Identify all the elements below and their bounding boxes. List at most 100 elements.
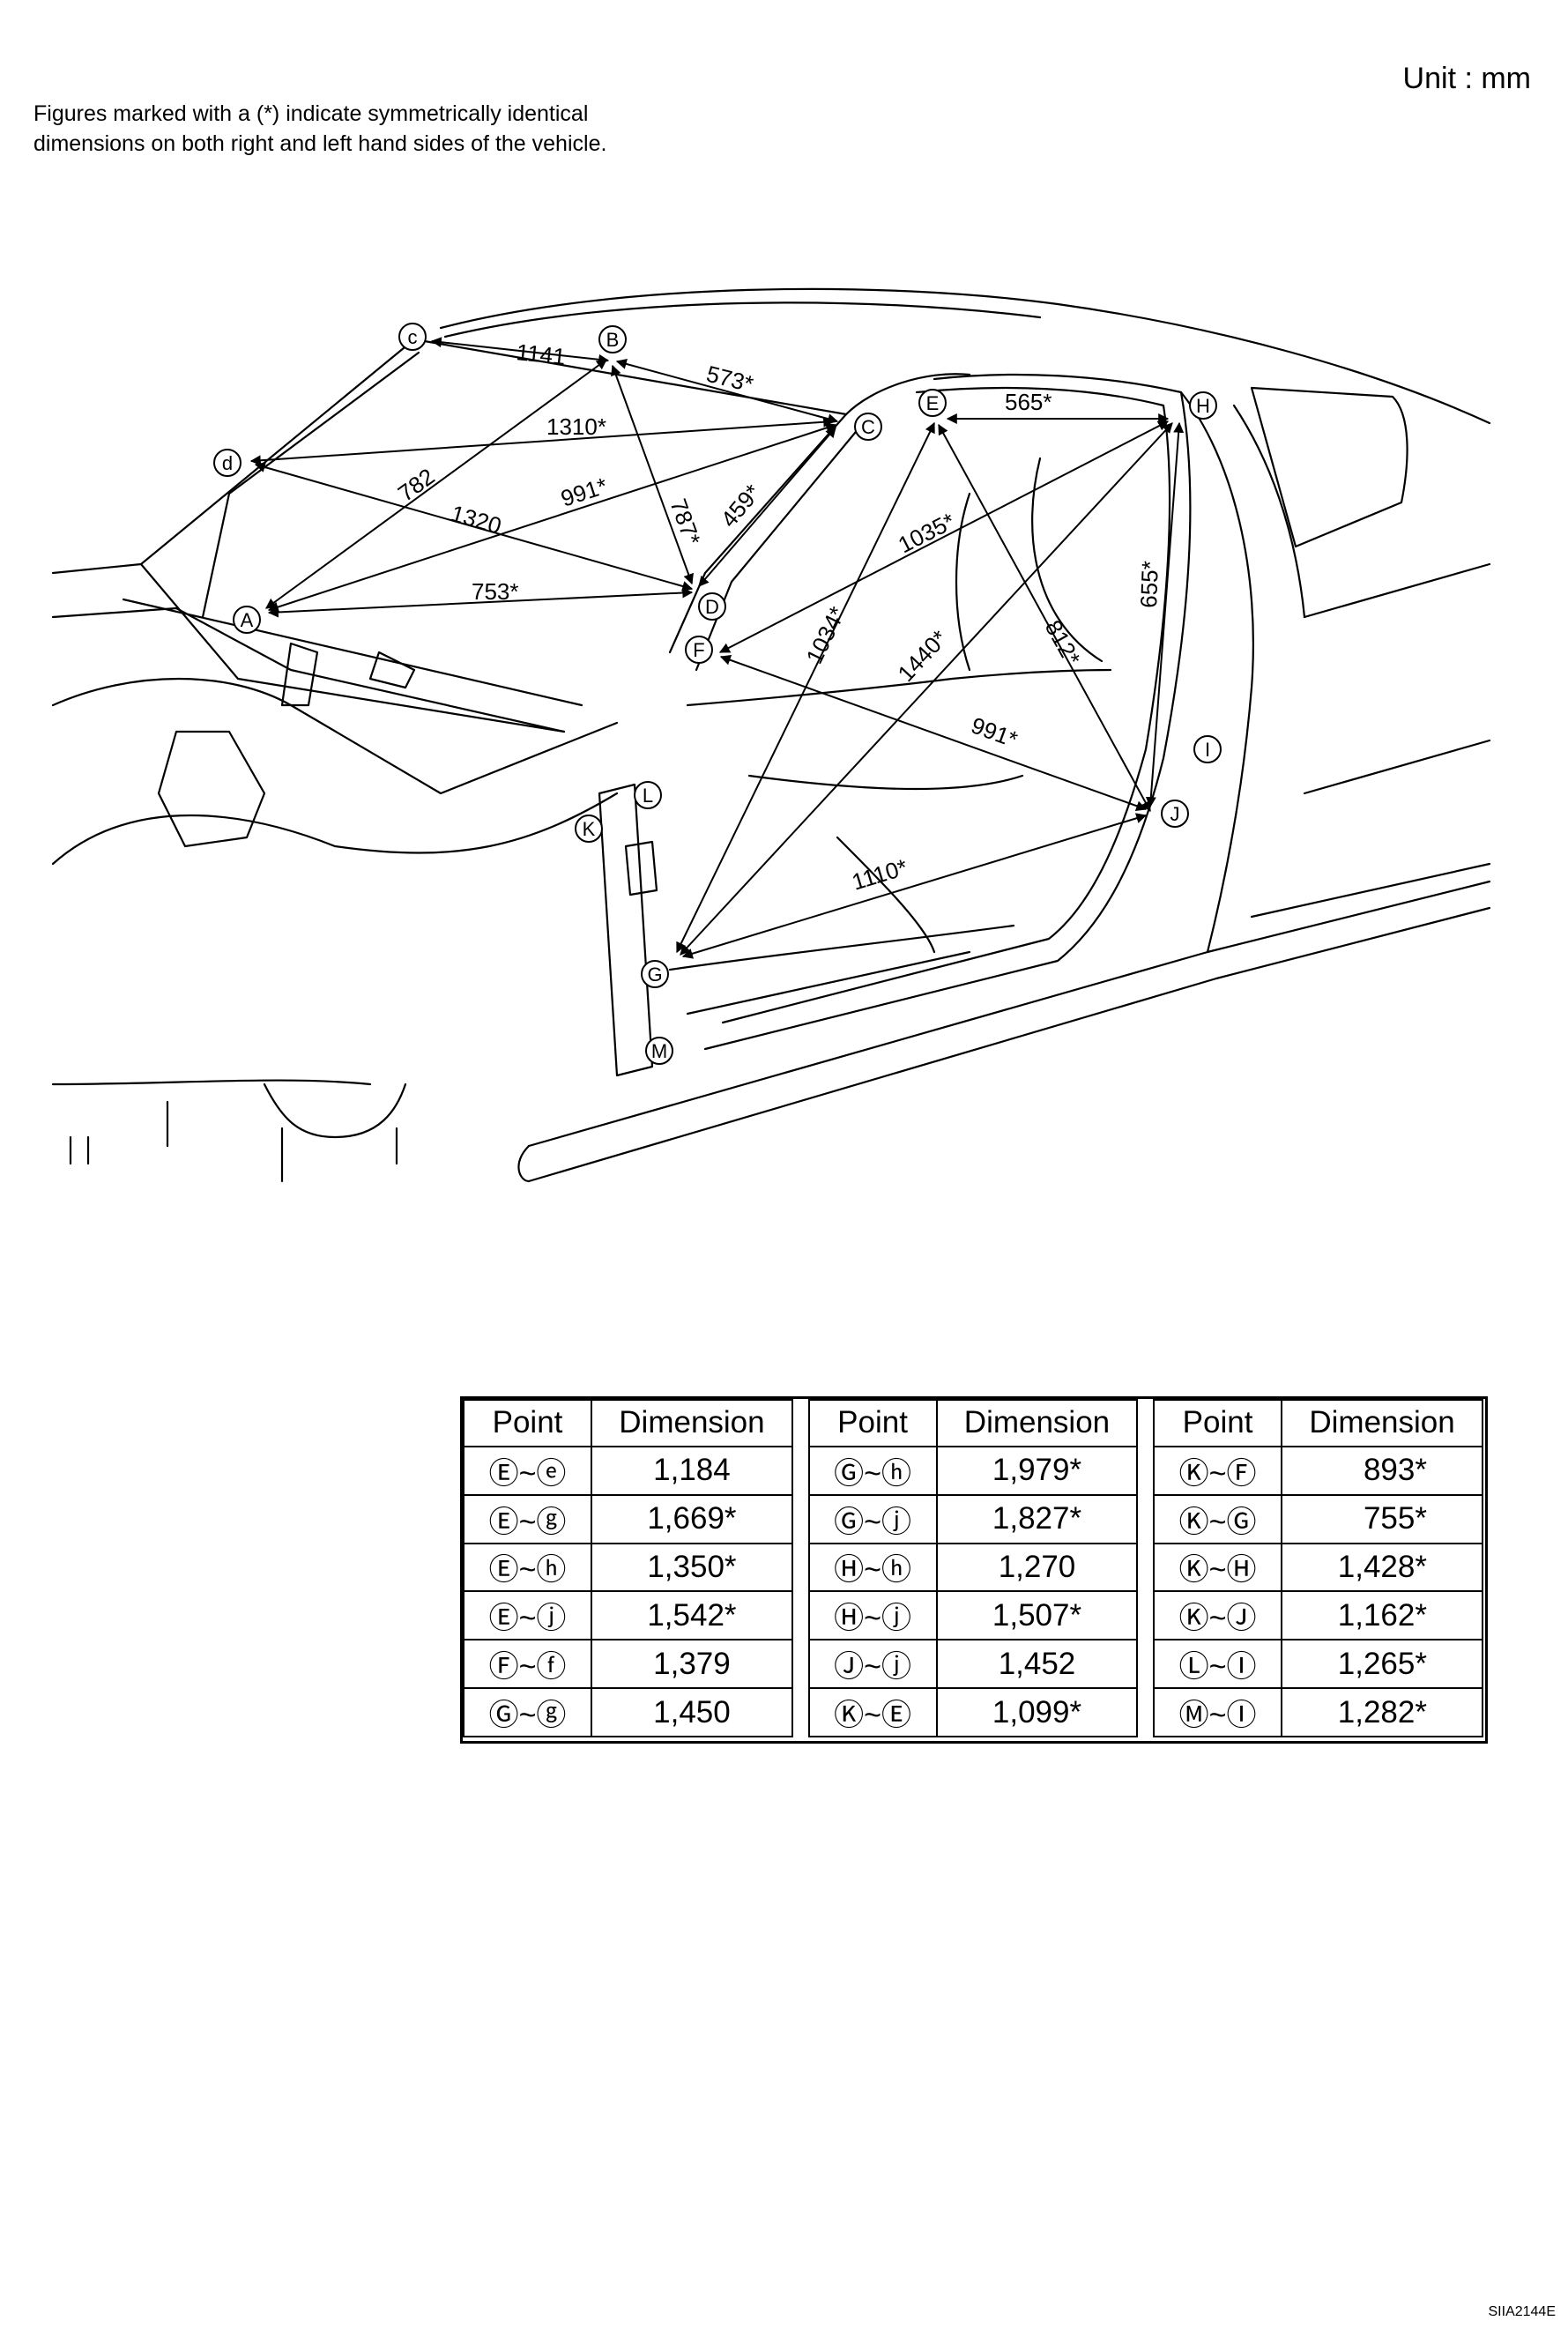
point-marker-b: B [598,325,627,353]
point-pair-cell: Ⓚ~Ⓗ [1153,1542,1283,1593]
point-marker-a: A [233,606,261,634]
point-pair-cell: Ⓔ~ⓖ [462,1493,593,1544]
point-pair-cell: Ⓗ~ⓙ [807,1590,938,1641]
table-row: Ⓕ~ⓕ 1,379 Ⓙ~ⓙ 1,452 Ⓛ~Ⓘ 1,265* [462,1639,1483,1690]
symmetry-note: Figures marked with a (*) indicate symme… [33,101,607,156]
dimension-cell: 893* [1281,1445,1483,1496]
dimension-cell: 1,979* [935,1445,1139,1496]
point-pair-cell: Ⓙ~ⓙ [807,1639,938,1690]
table-row: Ⓔ~ⓖ 1,669* Ⓖ~ⓙ 1,827* Ⓚ~Ⓖ 755* [462,1493,1483,1544]
body-dimension-diagram: 1141 573* 1310* 782 991* 1320 787* 459* … [51,287,1491,1183]
dim-label: 1034* [800,602,851,667]
point-pair-cell: Ⓖ~ⓙ [807,1493,938,1544]
dim-label: 1141 [515,338,567,370]
dim-label: 787* [665,495,705,549]
column-header-point: Point [462,1399,593,1447]
svg-text:B: B [606,329,620,351]
dim-label: 459* [716,480,766,532]
svg-text:E: E [926,392,940,414]
dim-label: 812* [1040,615,1086,669]
point-marker-e: E [918,389,947,417]
point-marker-i: I [1193,735,1222,763]
figure-code: SIIA2144E [1488,2304,1557,2319]
svg-text:G: G [647,963,662,986]
dimension-cell: 1,452 [935,1639,1139,1690]
column-header-dimension: Dimension [1281,1399,1483,1447]
point-marker-d: D [698,592,726,621]
svg-text:A: A [241,609,254,631]
point-marker-k: K [575,815,603,843]
point-marker-m: M [645,1037,673,1065]
point-pair-cell: Ⓚ~Ⓙ [1153,1590,1283,1641]
dimension-cell: 1,270 [935,1542,1139,1593]
point-marker-c: c [398,323,427,351]
point-pair-cell: Ⓛ~Ⓘ [1153,1639,1283,1690]
dim-label: 991* [558,472,611,512]
point-pair-cell: Ⓔ~ⓗ [462,1542,593,1593]
svg-text:c: c [408,326,418,348]
svg-text:D: D [705,596,719,618]
car-body-outline [51,287,1491,1183]
point-pair-cell: Ⓚ~Ⓔ [807,1687,938,1737]
dimension-cell: 1,379 [591,1639,793,1690]
dimension-table: Point Dimension Point Dimension Point Di… [462,1399,1483,1737]
svg-text:d: d [222,452,233,474]
table-header-row: Point Dimension Point Dimension Point Di… [462,1399,1483,1447]
table-row: Ⓖ~ⓖ 1,450 Ⓚ~Ⓔ 1,099* Ⓜ~Ⓘ 1,282* [462,1687,1483,1737]
dim-label: 782 [393,463,440,507]
svg-text:J: J [1170,803,1180,825]
dimension-cell: 1,542* [591,1590,793,1641]
point-pair-cell: Ⓜ~Ⓘ [1153,1687,1283,1737]
dimension-cell: 1,507* [935,1590,1139,1641]
table-row: Ⓔ~ⓗ 1,350* Ⓗ~ⓗ 1,270 Ⓚ~Ⓗ 1,428* [462,1542,1483,1593]
svg-text:F: F [693,639,704,661]
table-row: Ⓔ~ⓔ 1,184 Ⓖ~ⓗ 1,979* Ⓚ~Ⓕ 893* [462,1445,1483,1496]
dim-label: 1440* [892,625,952,687]
point-marker-d-lower: d [213,449,242,477]
dimension-cell: 1,162* [1281,1590,1483,1641]
point-pair-cell: Ⓖ~ⓗ [807,1445,938,1496]
dimension-cell: 1,450 [591,1687,793,1737]
column-header-point: Point [1153,1399,1283,1447]
point-marker-f: F [685,636,713,664]
dim-label: 991* [968,711,1022,752]
svg-text:K: K [583,818,596,840]
column-header-dimension: Dimension [591,1399,793,1447]
point-marker-j: J [1161,800,1189,828]
dimension-lines [249,337,1185,959]
table-row: Ⓔ~ⓙ 1,542* Ⓗ~ⓙ 1,507* Ⓚ~Ⓙ 1,162* [462,1590,1483,1641]
point-marker-c-upper: C [854,413,882,441]
dimension-cell: 1,350* [591,1542,793,1593]
dimension-cell: 1,265* [1281,1639,1483,1690]
svg-text:M: M [651,1040,667,1062]
dimension-cell: 1,184 [591,1445,793,1496]
point-marker-h: H [1189,391,1217,420]
dim-label: 1310* [546,413,606,440]
measuring-points: c B C d A D F E H I J L K G M [213,323,1222,1065]
column-header-dimension: Dimension [935,1399,1139,1447]
dimension-cell: 1,099* [935,1687,1139,1737]
dim-label: 655* [1135,561,1163,609]
dim-label: 1320 [448,500,504,539]
point-pair-cell: Ⓗ~ⓗ [807,1542,938,1593]
svg-text:C: C [861,416,875,438]
dimension-cell: 1,669* [591,1493,793,1544]
column-header-point: Point [807,1399,938,1447]
point-pair-cell: Ⓕ~ⓕ [462,1639,593,1690]
dim-label: 1035* [894,508,959,559]
svg-text:H: H [1196,395,1210,417]
point-pair-cell: Ⓔ~ⓙ [462,1590,593,1641]
dimension-labels: 1141 573* 1310* 782 991* 1320 787* 459* … [393,338,1163,896]
dimension-cell: 1,282* [1281,1687,1483,1737]
point-pair-cell: Ⓖ~ⓖ [462,1687,593,1737]
dimension-cell: 755* [1281,1493,1483,1544]
point-pair-cell: Ⓚ~Ⓖ [1153,1493,1283,1544]
dim-label: 753* [472,578,519,605]
svg-text:L: L [643,785,653,807]
dimension-cell: 1,428* [1281,1542,1483,1593]
point-pair-cell: Ⓚ~Ⓕ [1153,1445,1283,1496]
unit-label: Unit : mm [1402,62,1531,95]
svg-text:I: I [1205,739,1210,761]
point-pair-cell: Ⓔ~ⓔ [462,1445,593,1496]
point-marker-l: L [634,781,662,809]
